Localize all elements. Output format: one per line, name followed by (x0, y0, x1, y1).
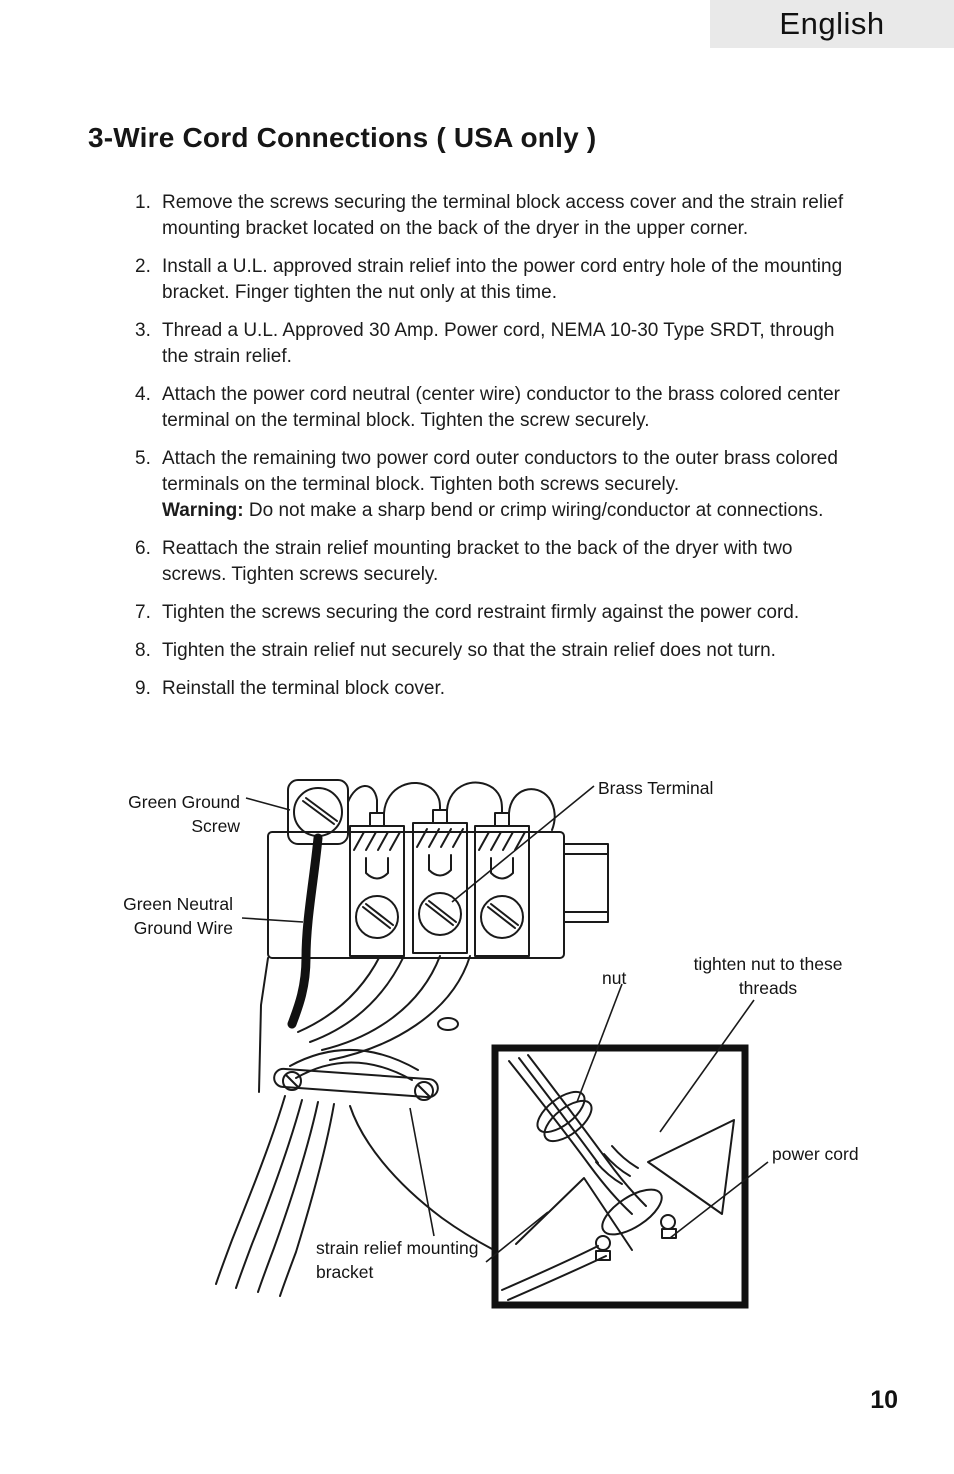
instruction-text: Attach the remaining two power cord oute… (162, 448, 838, 495)
instruction-number: 2. (135, 256, 151, 277)
instruction-number: 7. (135, 602, 151, 623)
warning-label: Warning: (162, 500, 244, 521)
wiring-diagram: Brass Terminal Green Ground Screw Green … (0, 770, 954, 1330)
instruction-text: Attach the power cord neutral (center wi… (162, 384, 841, 431)
warning-text: Do not make a sharp bend or crimp wiring… (243, 500, 824, 521)
terminal-block-art (215, 779, 609, 1297)
leader-lines (241, 785, 769, 1263)
instruction-number: 9. (135, 678, 151, 699)
wiring-diagram-art (215, 779, 769, 1309)
label-green-neutral-ground-wire: Green Neutral Ground Wire (123, 894, 233, 938)
instruction-number: 3. (135, 320, 151, 341)
label-brass-terminal: Brass Terminal (598, 778, 714, 798)
instruction-text: Remove the screws securing the terminal … (162, 192, 844, 239)
instruction-item-8: 8. Tighten the strain relief nut securel… (135, 638, 859, 664)
instruction-text: Install a U.L. approved strain relief in… (162, 256, 843, 303)
page-title: 3-Wire Cord Connections ( USA only ) (88, 122, 597, 153)
instruction-item-3: 3. Thread a U.L. Approved 30 Amp. Power … (135, 318, 859, 370)
instruction-number: 8. (135, 640, 151, 661)
label-nut: nut (602, 968, 627, 988)
ground-wire-art (287, 833, 323, 1029)
instruction-text: Thread a U.L. Approved 30 Amp. Power cor… (162, 320, 835, 367)
label-tighten-nut: tighten nut to these threads (693, 954, 843, 998)
instruction-text: Reattach the strain relief mounting brac… (162, 538, 793, 585)
instruction-number: 1. (135, 192, 151, 213)
instruction-item-2: 2. Install a U.L. approved strain relief… (135, 254, 859, 306)
language-tab: English (710, 0, 954, 48)
inset-detail-art (491, 1044, 749, 1309)
instruction-number: 6. (135, 538, 151, 559)
label-green-ground-screw: Green Ground Screw (128, 792, 240, 836)
instruction-text: Reinstall the terminal block cover. (162, 678, 446, 699)
instruction-item-7: 7. Tighten the screws securing the cord … (135, 600, 859, 626)
instruction-number: 4. (135, 384, 151, 405)
instruction-number: 5. (135, 448, 151, 469)
page-number: 10 (870, 1386, 898, 1414)
instruction-item-4: 4. Attach the power cord neutral (center… (135, 382, 859, 434)
instruction-item-6: 6. Reattach the strain relief mounting b… (135, 536, 859, 588)
instruction-list: 1. Remove the screws securing the termin… (135, 190, 859, 714)
instruction-item-5: 5. Attach the remaining two power cord o… (135, 446, 859, 524)
instruction-item-1: 1. Remove the screws securing the termin… (135, 190, 859, 242)
instruction-item-9: 9. Reinstall the terminal block cover. (135, 676, 859, 702)
language-tab-label: English (779, 6, 885, 41)
instruction-text: Tighten the strain relief nut securely s… (162, 640, 776, 661)
label-strain-relief-mounting-bracket: strain relief mounting bracket (316, 1238, 479, 1282)
instruction-text: Tighten the screws securing the cord res… (162, 602, 800, 623)
label-power-cord: power cord (772, 1144, 859, 1164)
